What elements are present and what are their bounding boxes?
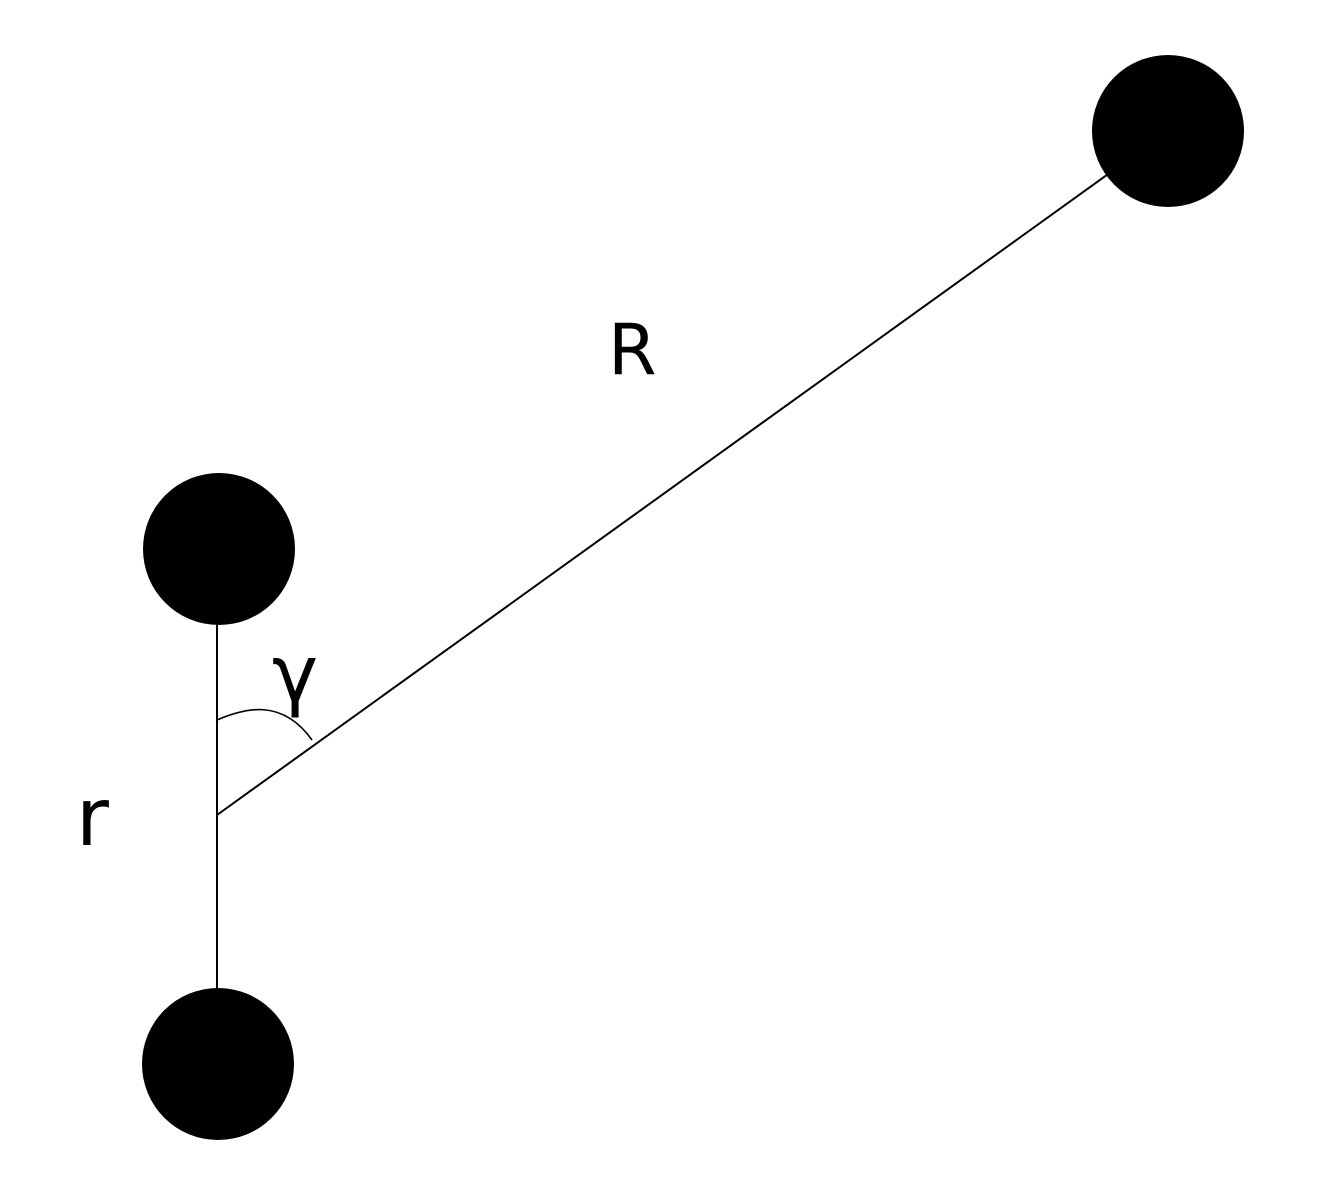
atom-top <box>143 473 295 625</box>
atom-far <box>1092 55 1244 207</box>
vector-R-line <box>216 130 1169 816</box>
label-gamma: γ <box>272 630 318 720</box>
label-r: r <box>76 771 109 864</box>
label-R: R <box>608 309 657 391</box>
angle-gamma-arc <box>216 708 313 741</box>
atom-bottom <box>142 988 294 1140</box>
